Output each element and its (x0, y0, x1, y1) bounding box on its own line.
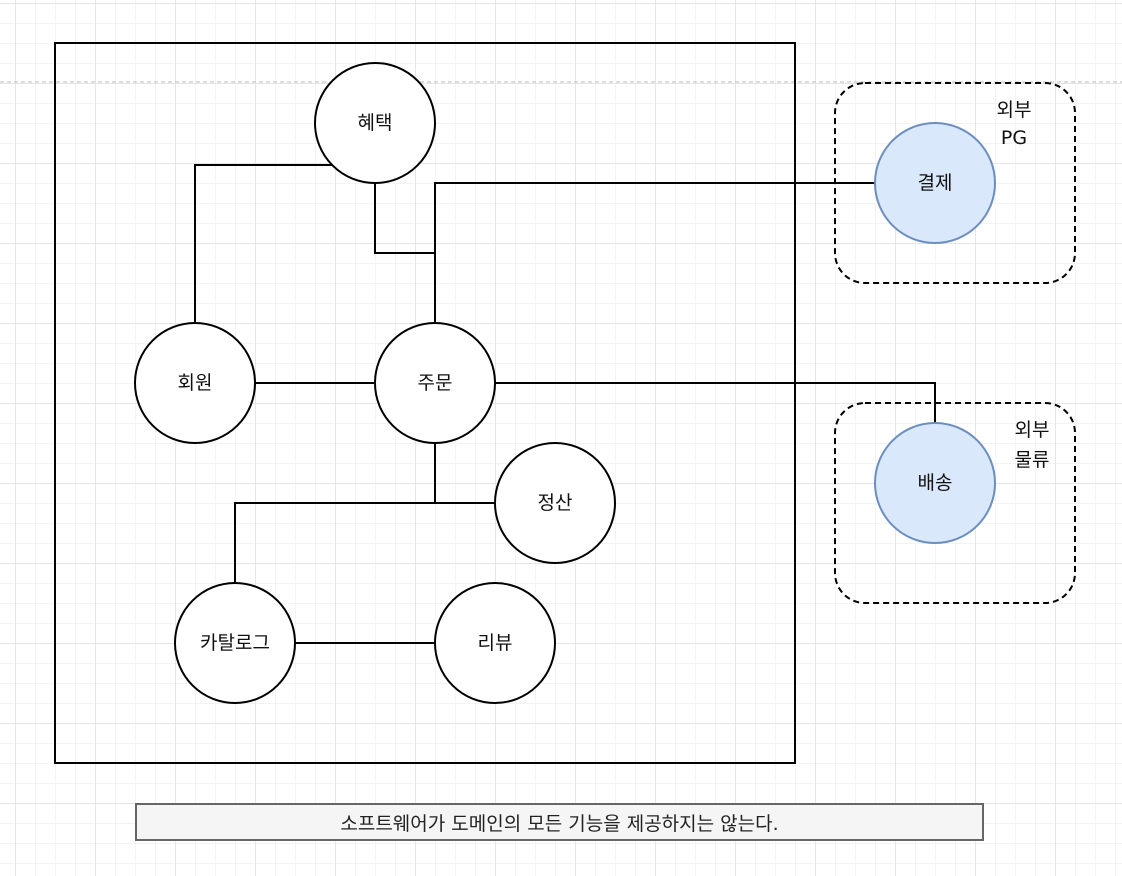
caption-box: 소프트웨어가 도메인의 모든 기능을 제공하지는 않는다. (135, 803, 984, 841)
node-catalog[interactable]: 카탈로그 (174, 582, 296, 704)
node-settlement[interactable]: 정산 (494, 442, 616, 564)
node-settlement-circle (494, 442, 616, 564)
node-review[interactable]: 리뷰 (434, 582, 556, 704)
node-review-circle (434, 582, 556, 704)
edge-benefit-order (374, 183, 435, 254)
node-order-label: 주문 (418, 372, 453, 394)
logistics-group-label-line1: 외부 (1015, 419, 1050, 441)
node-benefit[interactable]: 혜택 (314, 62, 436, 184)
node-member-label: 회원 (178, 372, 213, 394)
node-benefit-circle (314, 62, 436, 184)
node-catalog-label: 카탈로그 (200, 632, 270, 654)
caption-text: 소프트웨어가 도메인의 모든 기능을 제공하지는 않는다. (340, 812, 779, 835)
node-payment-label: 결제 (918, 172, 953, 194)
edge-order-catalog (234, 502, 435, 583)
node-delivery-circle (874, 422, 996, 544)
edge-order-delivery (495, 382, 936, 423)
node-review-label: 리뷰 (478, 632, 513, 654)
pg-group-label-line2: PG (1001, 127, 1027, 149)
node-delivery[interactable]: 배송 (874, 422, 996, 544)
node-order[interactable]: 주문 (374, 322, 496, 444)
node-member[interactable]: 회원 (134, 322, 256, 444)
node-delivery-label: 배송 (918, 472, 953, 494)
logistics-group-label-line2: 물류 (1015, 449, 1050, 471)
connectors (194, 164, 936, 644)
domain-boundary (54, 42, 796, 764)
node-catalog-circle (174, 582, 296, 704)
node-payment[interactable]: 결제 (874, 122, 996, 244)
node-settlement-label: 정산 (538, 492, 573, 514)
external-logistics-group (834, 402, 1076, 604)
edge-benefit-member (194, 164, 333, 323)
node-member-circle (134, 322, 256, 444)
edge-order-settlement (434, 443, 495, 504)
node-order-circle (374, 322, 496, 444)
pg-group-label-line1: 외부 (997, 99, 1032, 121)
edge-order-payment (434, 182, 875, 323)
node-payment-circle (874, 122, 996, 244)
node-benefit-label: 혜택 (358, 112, 393, 134)
